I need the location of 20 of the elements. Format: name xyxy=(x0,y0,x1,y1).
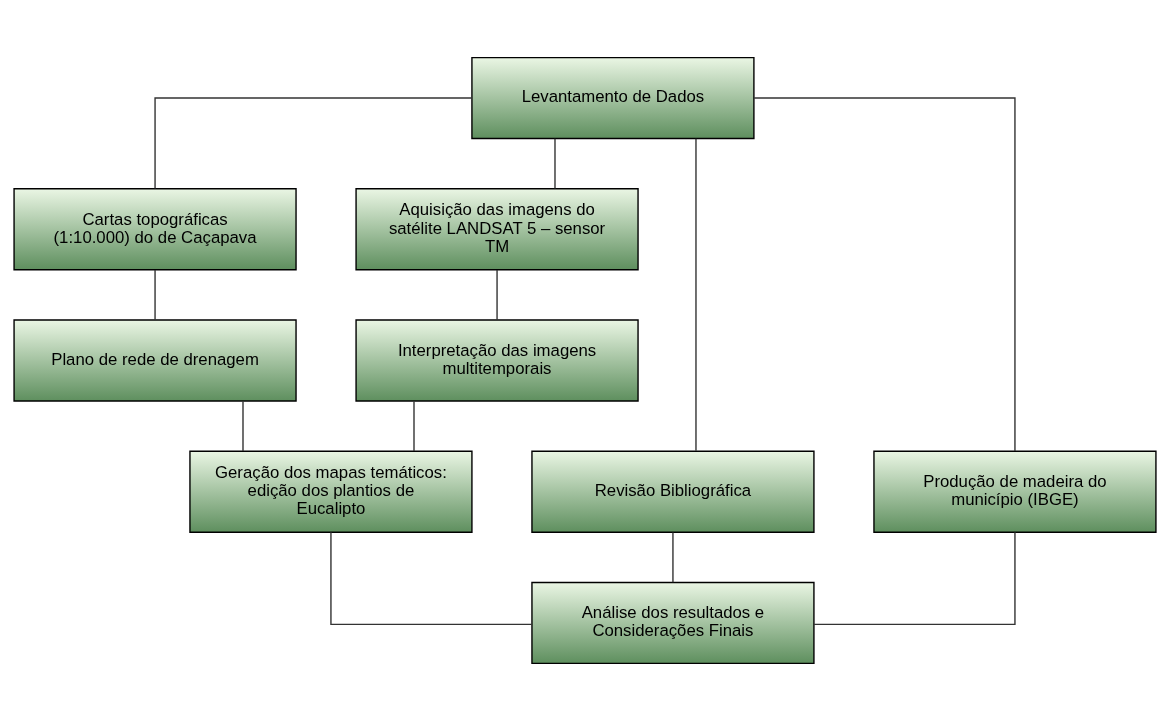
node-box: Produção de madeira do município (IBGE) xyxy=(873,450,1157,533)
connector xyxy=(672,531,674,583)
node-box: Cartas topográficas (1:10.000) do de Caçapava xyxy=(13,188,297,271)
connector xyxy=(496,269,498,321)
connector xyxy=(154,97,473,190)
connector xyxy=(695,138,697,452)
connector xyxy=(813,531,1016,626)
node-box: Análise dos resultados e Considerações Finais xyxy=(531,581,815,665)
node-box: Aquisição das imagens do satélite LANDSAT 5 – sensor TM xyxy=(355,188,639,271)
connector xyxy=(554,138,556,190)
connector xyxy=(413,400,415,452)
connector xyxy=(330,531,533,626)
node-box: Geração dos mapas temáticos: edição dos plantios de Eucalipto xyxy=(189,450,473,533)
node-box: Revisão Bibliográfica xyxy=(531,450,815,533)
node-box: Plano de rede de drenagem xyxy=(13,319,297,402)
node-box: Interpretação das imagens multitemporais xyxy=(355,319,639,402)
connector xyxy=(753,97,1016,452)
connector xyxy=(154,269,156,321)
node-box: Levantamento de Dados xyxy=(471,56,755,140)
connector xyxy=(242,400,244,452)
